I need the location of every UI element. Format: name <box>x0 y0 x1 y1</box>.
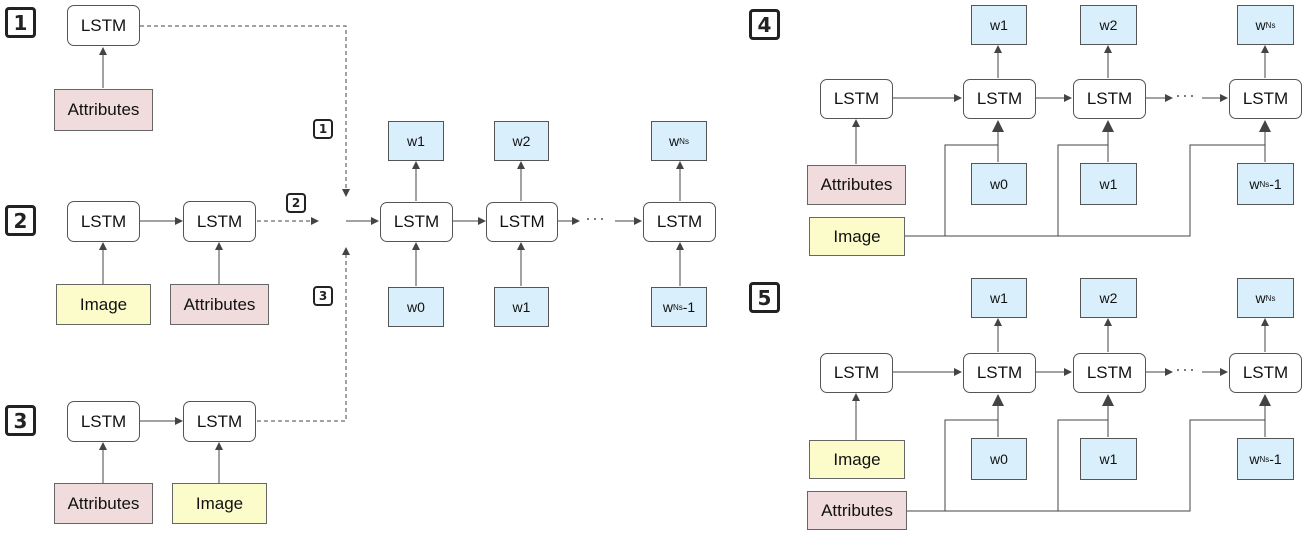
p5-word-w1-input: w1 <box>1080 438 1137 480</box>
center-lstm-n: LSTM <box>643 202 716 242</box>
v3-lstm-2: LSTM <box>183 401 256 442</box>
v3-image: Image <box>172 483 267 524</box>
p5-attributes: Attributes <box>807 491 907 530</box>
p5-lstm-n: LSTM <box>1229 353 1302 393</box>
edge-v1-dashed <box>140 25 350 197</box>
badge-3: 3 <box>5 405 36 436</box>
p5-lstm-2: LSTM <box>1073 353 1146 393</box>
center-word-w2: w2 <box>494 121 549 161</box>
p4-attributes: Attributes <box>807 165 906 205</box>
edge-p5-bus-l1 <box>944 419 998 511</box>
badge-small-2: 2 <box>286 193 306 213</box>
center-word-w0: w0 <box>388 287 444 327</box>
p5-lstm-0: LSTM <box>820 353 893 393</box>
edge-p5-attr-bus <box>907 419 1265 512</box>
p5-word-w0: w0 <box>971 438 1027 480</box>
center-lstm-2: LSTM <box>486 202 558 242</box>
badge-1: 1 <box>5 7 36 38</box>
edge-p5-bus-l2 <box>1057 419 1108 511</box>
edge-p4-image-bus <box>905 144 1265 237</box>
p4-word-w0: w0 <box>971 163 1027 205</box>
v3-attributes: Attributes <box>54 483 153 524</box>
p4-ellipsis: ··· <box>1175 85 1196 105</box>
edge-p4-bus-l1 <box>944 144 998 236</box>
p4-lstm-2: LSTM <box>1073 79 1146 119</box>
edge-p4-bus-l2 <box>1057 144 1108 236</box>
badge-small-3: 3 <box>313 286 333 306</box>
p4-word-w1: w1 <box>971 5 1027 45</box>
p4-image: Image <box>809 217 905 256</box>
v1-lstm: LSTM <box>67 5 140 46</box>
badge-5: 5 <box>749 282 780 313</box>
p5-ellipsis: ··· <box>1175 359 1196 379</box>
p4-lstm-n: LSTM <box>1229 79 1302 119</box>
p5-word-w1: w1 <box>971 278 1027 318</box>
center-word-w1-input: w1 <box>494 287 549 327</box>
v2-lstm-1: LSTM <box>67 201 140 242</box>
badge-small-1: 1 <box>313 119 333 139</box>
p4-word-w1-input: w1 <box>1080 163 1137 205</box>
v1-attributes: Attributes <box>54 89 153 131</box>
p4-lstm-0: LSTM <box>820 79 893 119</box>
v2-image: Image <box>56 284 151 325</box>
v2-attributes: Attributes <box>170 284 269 325</box>
v2-lstm-2: LSTM <box>183 201 256 242</box>
p4-word-w2: w2 <box>1080 5 1137 45</box>
p4-lstm-1: LSTM <box>963 79 1036 119</box>
edge-v3-dashed <box>257 247 350 422</box>
center-word-w1: w1 <box>388 121 444 161</box>
center-lstm-1: LSTM <box>380 202 453 242</box>
badge-2: 2 <box>5 205 36 236</box>
center-ellipsis: ··· <box>585 208 606 228</box>
v3-lstm-1: LSTM <box>67 401 140 442</box>
badge-4: 4 <box>749 9 780 40</box>
p5-image: Image <box>809 440 905 479</box>
p5-word-w2: w2 <box>1080 278 1137 318</box>
p5-lstm-1: LSTM <box>963 353 1036 393</box>
